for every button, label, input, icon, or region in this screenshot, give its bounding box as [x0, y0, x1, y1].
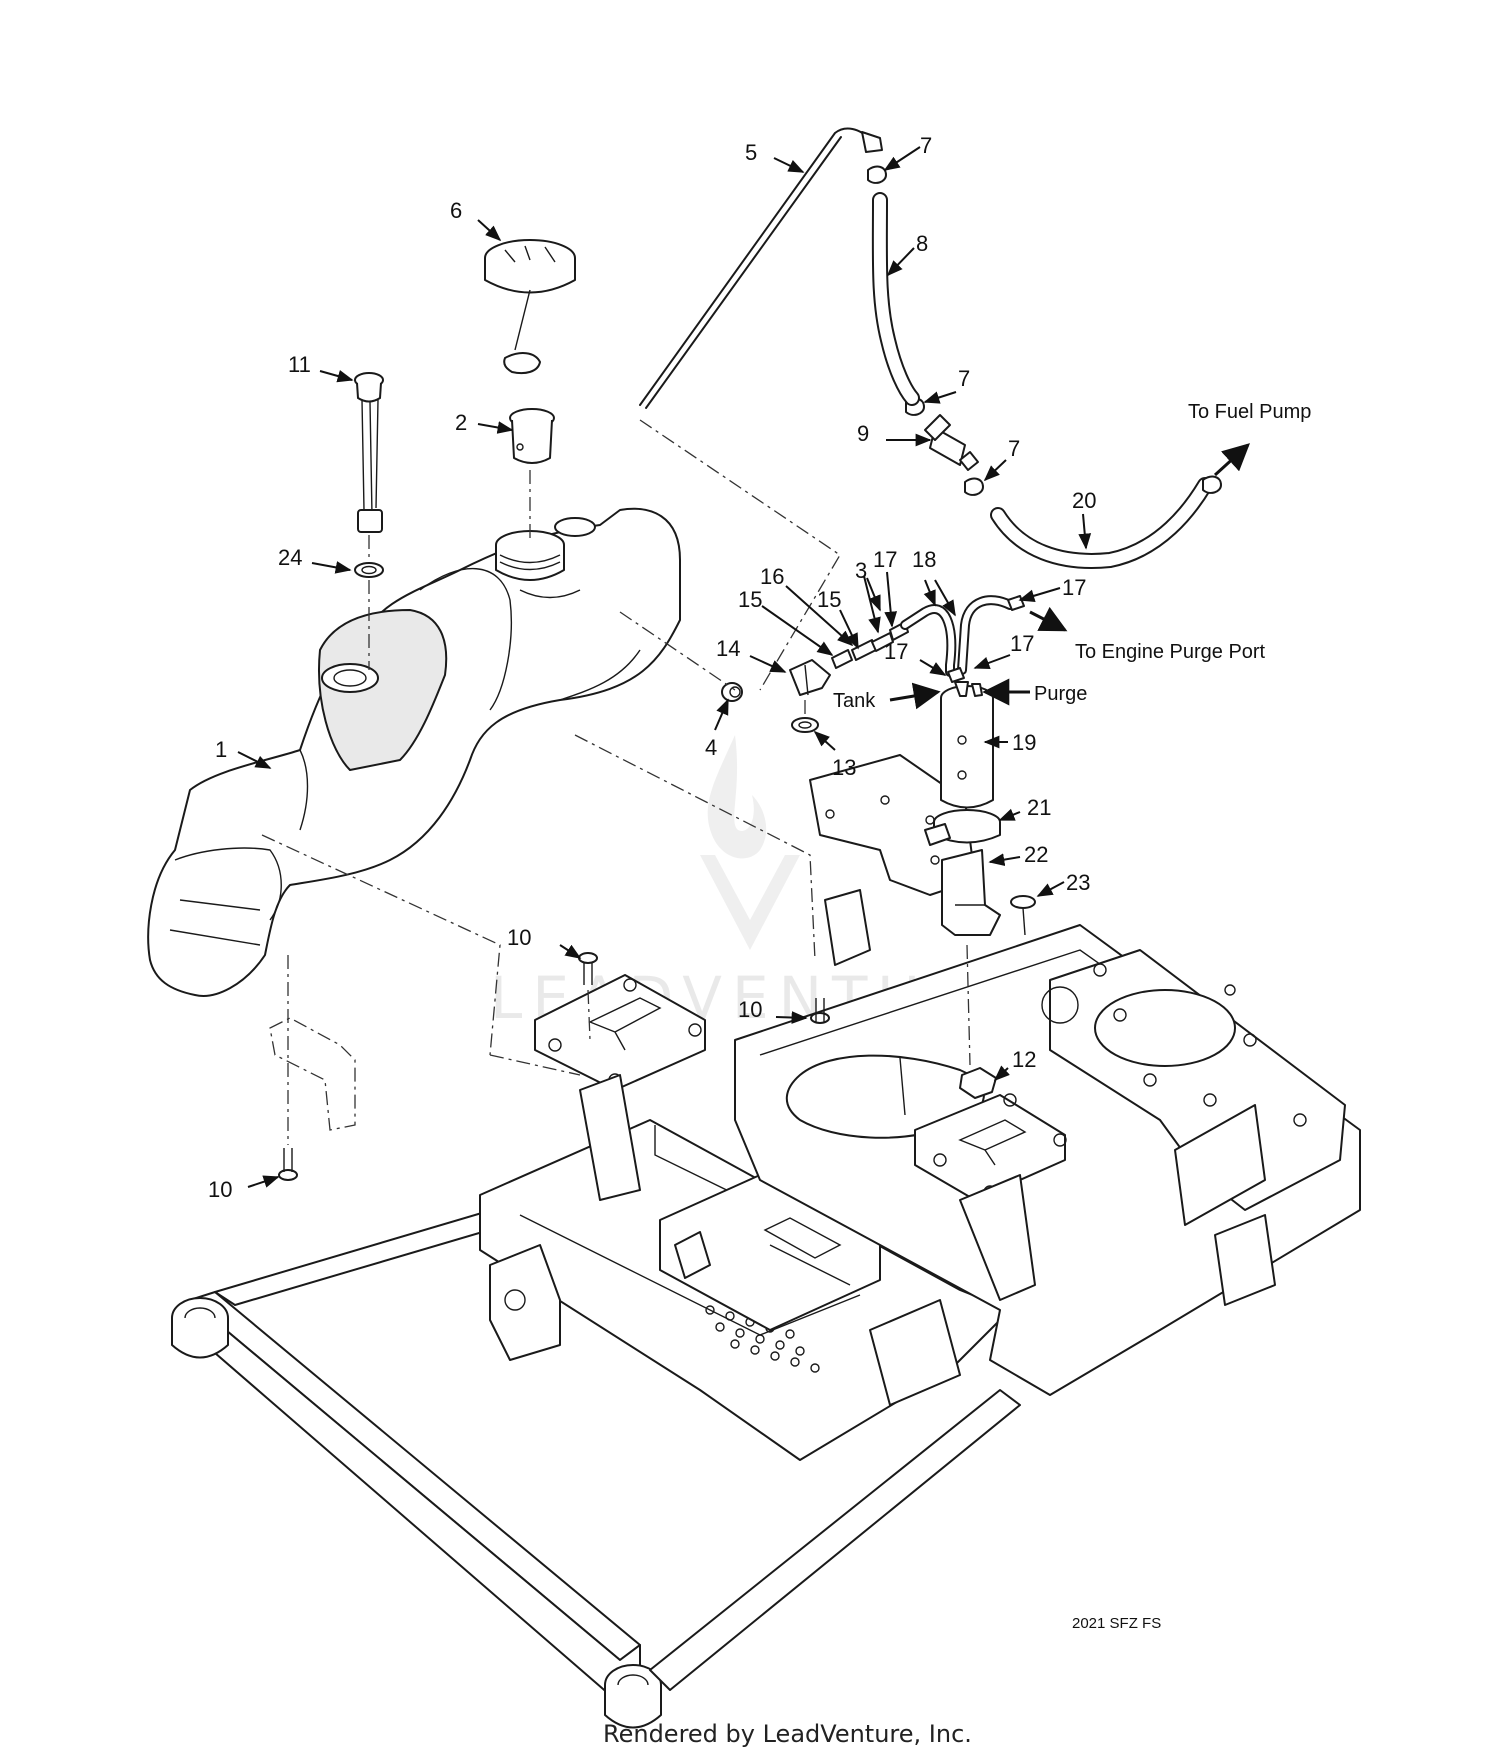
callout-19: 19 [1012, 730, 1036, 755]
fuel-level-sender [354, 372, 384, 533]
callout-7-top: 7 [920, 133, 932, 158]
callout-1: 1 [215, 737, 227, 762]
tank-port-label: Tank [833, 690, 876, 712]
to-fuel-pump-note: To Fuel Pump [1188, 401, 1311, 423]
callout-6: 6 [450, 198, 462, 223]
fuel-hose-to-pump [990, 475, 1222, 569]
fuel-cap [484, 239, 576, 375]
grommet [354, 562, 384, 578]
bolt [278, 952, 830, 1181]
callout-16: 16 [760, 564, 784, 589]
callout-21: 21 [1027, 795, 1051, 820]
footer-credit: Rendered by LeadVenture, Inc. [603, 1720, 972, 1748]
callout-11: 11 [288, 352, 311, 377]
filler-neck-insert [509, 408, 555, 464]
assembly-centerlines [261, 419, 971, 1145]
canister-clamp [924, 809, 1001, 846]
leader-lines [237, 146, 1092, 1188]
callout-17-left: 17 [884, 639, 908, 664]
callout-23: 23 [1066, 870, 1090, 895]
callout-17-right: 17 [1062, 575, 1086, 600]
callout-4: 4 [705, 735, 717, 760]
callout-3: 3 [855, 558, 867, 583]
callout-17-mid: 17 [1010, 631, 1034, 656]
callout-10-low: 10 [208, 1177, 232, 1202]
callout-15-right: 15 [817, 587, 841, 612]
charcoal-canister [940, 681, 994, 809]
callout-24: 24 [278, 545, 302, 570]
frame-hole-pattern [705, 1305, 820, 1373]
rollover-valve [789, 659, 831, 696]
callout-13: 13 [832, 755, 856, 780]
canister-bracket [941, 849, 1001, 936]
callout-20: 20 [1072, 488, 1096, 513]
fuel-hose-upper [871, 192, 920, 406]
callout-12: 12 [1012, 1047, 1036, 1072]
flow-notes: To Fuel Pump To Engine Purge Port Tank P… [833, 401, 1311, 712]
valve-grommet [791, 717, 819, 733]
callout-labels: 1 2 3 4 5 6 7 7 7 8 9 10 10 10 11 12 13 … [208, 133, 1096, 1202]
callout-10-mid: 10 [738, 997, 762, 1022]
callout-5: 5 [745, 140, 757, 165]
callout-9: 9 [857, 421, 869, 446]
callout-17-top: 17 [873, 547, 897, 572]
vent-hoses [900, 595, 1025, 683]
callout-22: 22 [1024, 842, 1048, 867]
callout-7-low: 7 [1008, 436, 1020, 461]
callout-10-top: 10 [507, 925, 531, 950]
purge-port-label: Purge [1034, 683, 1087, 705]
fuel-tank [147, 507, 681, 997]
push-pin [1010, 895, 1036, 936]
to-engine-purge-port-note: To Engine Purge Port [1075, 641, 1266, 663]
callout-7-mid: 7 [958, 366, 970, 391]
vent-tube [639, 127, 883, 409]
fuel-filter [924, 414, 979, 471]
callout-2: 2 [455, 410, 467, 435]
callout-14: 14 [716, 636, 740, 661]
callout-15-left: 15 [738, 587, 762, 612]
chassis-frame [171, 754, 1361, 1729]
flange-nut [959, 1067, 997, 1099]
flow-arrows [889, 443, 1250, 710]
callout-18: 18 [912, 547, 936, 572]
callout-8: 8 [916, 231, 928, 256]
bushing [721, 682, 743, 702]
tank-bracket-phantom [269, 1017, 356, 1131]
diagram-code: 2021 SFZ FS [1072, 1615, 1161, 1632]
